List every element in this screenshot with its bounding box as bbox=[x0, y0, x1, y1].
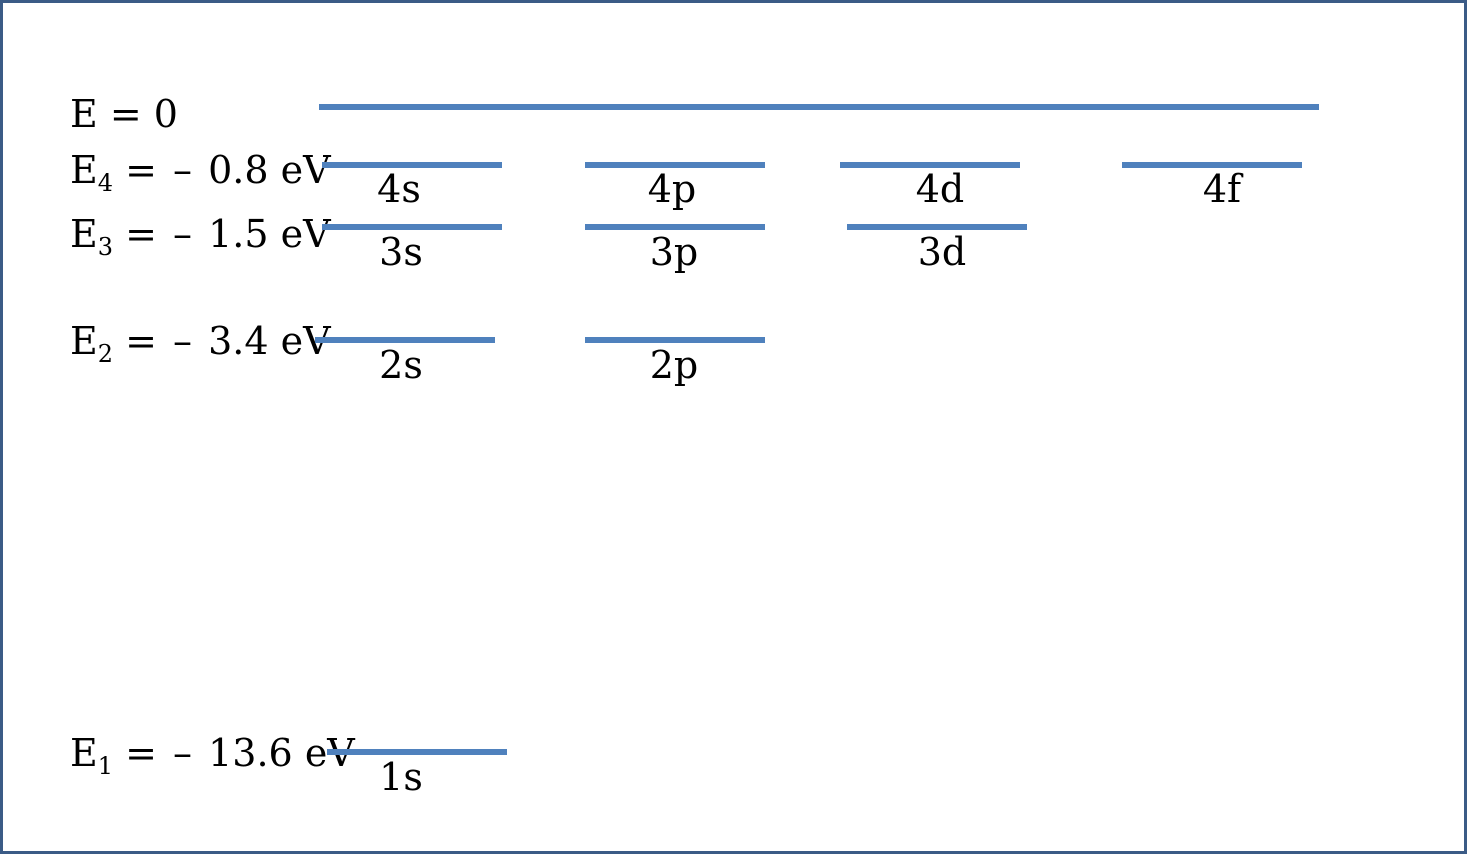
minus-sign: – bbox=[173, 731, 193, 775]
minus-sign: – bbox=[173, 148, 193, 192]
ionization-level-line bbox=[319, 104, 1319, 110]
level-line-2p bbox=[585, 337, 765, 343]
energy-label-e4: E4 = – 0.8 eV bbox=[70, 148, 331, 195]
energy-label-e2: E2 = – 3.4 eV bbox=[70, 319, 331, 366]
orbital-label-3s: 3s bbox=[379, 230, 423, 274]
energy-subscript: 3 bbox=[97, 233, 114, 261]
energy-symbol: E bbox=[70, 92, 98, 136]
energy-label-e1: E1 = – 13.6 eV bbox=[70, 731, 355, 778]
energy-equals: = bbox=[125, 212, 170, 256]
energy-label-e3: E3 = – 1.5 eV bbox=[70, 212, 331, 259]
energy-subscript: 1 bbox=[97, 752, 114, 780]
level-line-4p bbox=[585, 162, 765, 168]
orbital-label-4f: 4f bbox=[1202, 167, 1242, 211]
orbital-label-2p: 2p bbox=[649, 343, 699, 387]
orbital-label-4s: 4s bbox=[377, 167, 421, 211]
energy-magnitude: 1.5 eV bbox=[196, 212, 331, 256]
level-line-4d bbox=[840, 162, 1020, 168]
energy-magnitude: 0.8 eV bbox=[196, 148, 331, 192]
orbital-label-4p: 4p bbox=[647, 167, 697, 211]
orbital-label-4d: 4d bbox=[915, 167, 965, 211]
energy-label-e0: E = 0 bbox=[70, 95, 178, 133]
energy-equals: = bbox=[125, 319, 170, 363]
level-line-3p bbox=[585, 224, 765, 230]
energy-symbol: E bbox=[70, 731, 98, 775]
orbital-label-3p: 3p bbox=[649, 230, 699, 274]
energy-symbol: E bbox=[70, 148, 98, 192]
minus-sign: – bbox=[173, 212, 193, 256]
energy-symbol: E bbox=[70, 212, 98, 256]
orbital-label-2s: 2s bbox=[379, 343, 423, 387]
energy-value: = 0 bbox=[109, 92, 178, 136]
level-line-3s bbox=[322, 224, 502, 230]
energy-equals: = bbox=[125, 731, 170, 775]
orbital-label-3d: 3d bbox=[917, 230, 967, 274]
energy-equals: = bbox=[125, 148, 170, 192]
minus-sign: – bbox=[173, 319, 193, 363]
energy-symbol: E bbox=[70, 319, 98, 363]
energy-subscript: 2 bbox=[97, 340, 114, 368]
energy-magnitude: 3.4 eV bbox=[196, 319, 331, 363]
level-line-1s bbox=[327, 749, 507, 755]
level-line-2s bbox=[315, 337, 495, 343]
orbital-label-1s: 1s bbox=[379, 755, 423, 799]
energy-subscript: 4 bbox=[97, 169, 114, 197]
level-line-3d bbox=[847, 224, 1027, 230]
level-line-4f bbox=[1122, 162, 1302, 168]
level-line-4s bbox=[322, 162, 502, 168]
